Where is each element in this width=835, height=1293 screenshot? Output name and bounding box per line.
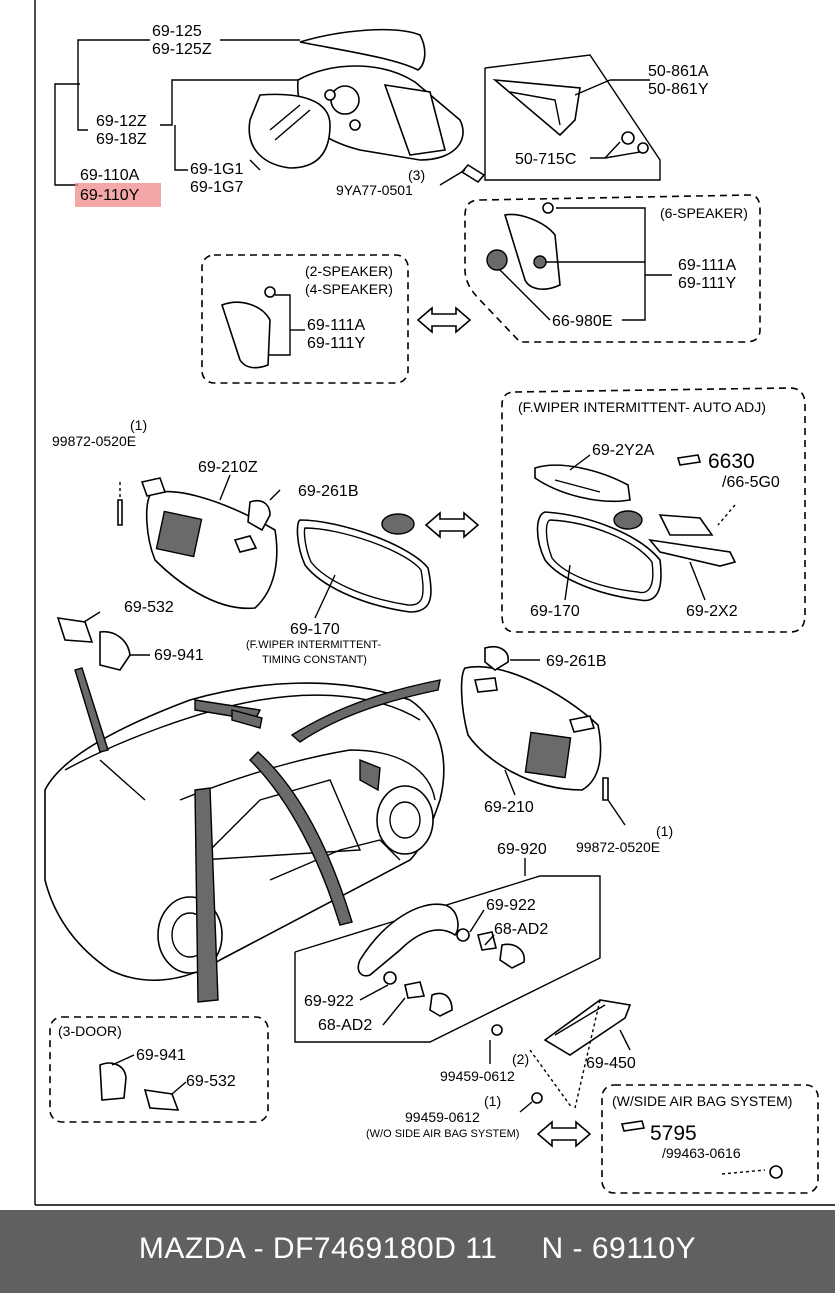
label-9YA77-0501: 9YA77-0501	[336, 182, 413, 198]
car-body	[44, 667, 445, 1003]
sun-visor-right-parts	[460, 646, 626, 826]
label-69-110A: 69-110A	[80, 167, 140, 184]
label-68-AD2-a: 68-AD2	[494, 921, 548, 938]
label-6630: 6630	[708, 450, 755, 473]
double-arrow-speaker	[416, 306, 472, 334]
label-qty-1-c: (1)	[484, 1093, 501, 1109]
label-99459-0612-b: 99459-0612	[405, 1109, 480, 1125]
wiper-auto-adj-parts	[534, 454, 737, 602]
label-69-12Z: 69-12Z	[96, 113, 147, 130]
label-50-715C: 50-715C	[515, 151, 576, 168]
label-69-110Y: 69-110Y	[80, 187, 140, 204]
label-69-922-b: 69-922	[304, 993, 354, 1010]
double-arrow-mirror	[424, 511, 480, 539]
label-69-111Y-24spk: 69-111Y	[307, 335, 365, 352]
label-69-920: 69-920	[497, 841, 547, 858]
label-69-18Z: 69-18Z	[96, 131, 147, 148]
label-6-speaker: (6-SPEAKER)	[660, 205, 748, 221]
three-door-box	[49, 1016, 269, 1123]
label-50-861Y: 50-861Y	[648, 81, 709, 98]
two-four-speaker-box	[201, 254, 409, 384]
label-68-AD2-b: 68-AD2	[318, 1017, 372, 1034]
label-99459-0612-a: 99459-0612	[440, 1068, 515, 1084]
label-5795: 5795	[650, 1122, 697, 1145]
label-99872-0520E-a: 99872-0520E	[52, 433, 136, 449]
double-arrow-airbag	[536, 1120, 592, 1148]
footer-part-number: MAZDA - DF7469180D 11 N - 69110Y	[138, 1232, 697, 1265]
label-99463-0616: /99463-0616	[662, 1145, 741, 1161]
label-qty-2: (2)	[512, 1051, 529, 1067]
label-69-1G1: 69-1G1	[190, 161, 243, 178]
label-wo-side-airbag: (W/O SIDE AIR BAG SYSTEM)	[366, 1128, 519, 1140]
label-f-wiper-timing-2: TIMING CONSTANT)	[262, 654, 367, 666]
label-f-wiper-timing-1: (F.WIPER INTERMITTENT-	[246, 639, 381, 651]
mirror-callouts	[54, 39, 466, 186]
six-speaker-parts	[486, 202, 672, 321]
trim-box-50-861	[484, 54, 661, 181]
label-69-111A-24spk: 69-111A	[307, 317, 365, 334]
label-50-861A: 50-861A	[648, 63, 709, 80]
mirror-assembly	[248, 28, 486, 184]
label-69-450: 69-450	[586, 1055, 636, 1072]
bracket-69-450	[489, 999, 632, 1113]
label-3-door: (3-DOOR)	[58, 1023, 122, 1039]
label-69-532-b: 69-532	[186, 1073, 236, 1090]
label-69-261B-a: 69-261B	[298, 483, 359, 500]
label-69-941-b: 69-941	[136, 1047, 186, 1064]
label-qty-3: (3)	[408, 167, 425, 183]
label-69-2Y2A: 69-2Y2A	[592, 442, 655, 459]
label-69-210Z: 69-210Z	[198, 459, 258, 476]
side-airbag-parts	[620, 1120, 783, 1179]
label-69-111A-6spk: 69-111A	[678, 257, 736, 274]
label-66-980E: 66-980E	[552, 313, 613, 330]
label-69-922-a: 69-922	[486, 897, 536, 914]
parts-diagram: 69-125 69-125Z 69-12Z 69-18Z 69-110A 69-…	[34, 0, 835, 1206]
label-99872-0520E-b: 99872-0520E	[576, 839, 660, 855]
label-2-speaker: (2-SPEAKER)	[305, 263, 393, 279]
footer-bar: MAZDA - DF7469180D 11 N - 69110Y	[0, 1210, 835, 1293]
two-four-speaker-parts	[221, 286, 305, 369]
wiper-auto-adj-box	[501, 387, 806, 633]
label-f-wiper-auto-adj: (F.WIPER INTERMITTENT- AUTO ADJ)	[518, 399, 766, 415]
six-speaker-box	[464, 194, 761, 343]
side-airbag-box	[601, 1084, 819, 1194]
label-w-side-airbag: (W/SIDE AIR BAG SYSTEM)	[612, 1093, 792, 1109]
label-69-941-a: 69-941	[154, 647, 204, 664]
label-69-170-auto: 69-170	[530, 603, 580, 620]
label-69-125: 69-125	[152, 23, 202, 40]
grab-handle-group	[294, 858, 601, 1043]
label-69-125Z: 69-125Z	[152, 41, 212, 58]
label-qty-1-a: (1)	[130, 417, 147, 433]
label-69-1G7: 69-1G7	[190, 179, 243, 196]
label-69-210: 69-210	[484, 799, 534, 816]
highlighted-part-label	[75, 183, 161, 207]
lamp-parts-top	[56, 611, 150, 671]
label-69-111Y-6spk: 69-111Y	[678, 275, 736, 292]
three-door-parts	[99, 1054, 187, 1111]
label-4-speaker: (4-SPEAKER)	[305, 281, 393, 297]
label-69-532-a: 69-532	[124, 599, 174, 616]
sun-visor-left-parts	[117, 474, 432, 619]
label-qty-1-b: (1)	[656, 823, 673, 839]
label-69-170: 69-170	[290, 621, 340, 638]
label-66-5G0: /66-5G0	[722, 474, 780, 491]
label-69-261B-b: 69-261B	[546, 653, 607, 670]
label-69-2X2: 69-2X2	[686, 603, 738, 620]
